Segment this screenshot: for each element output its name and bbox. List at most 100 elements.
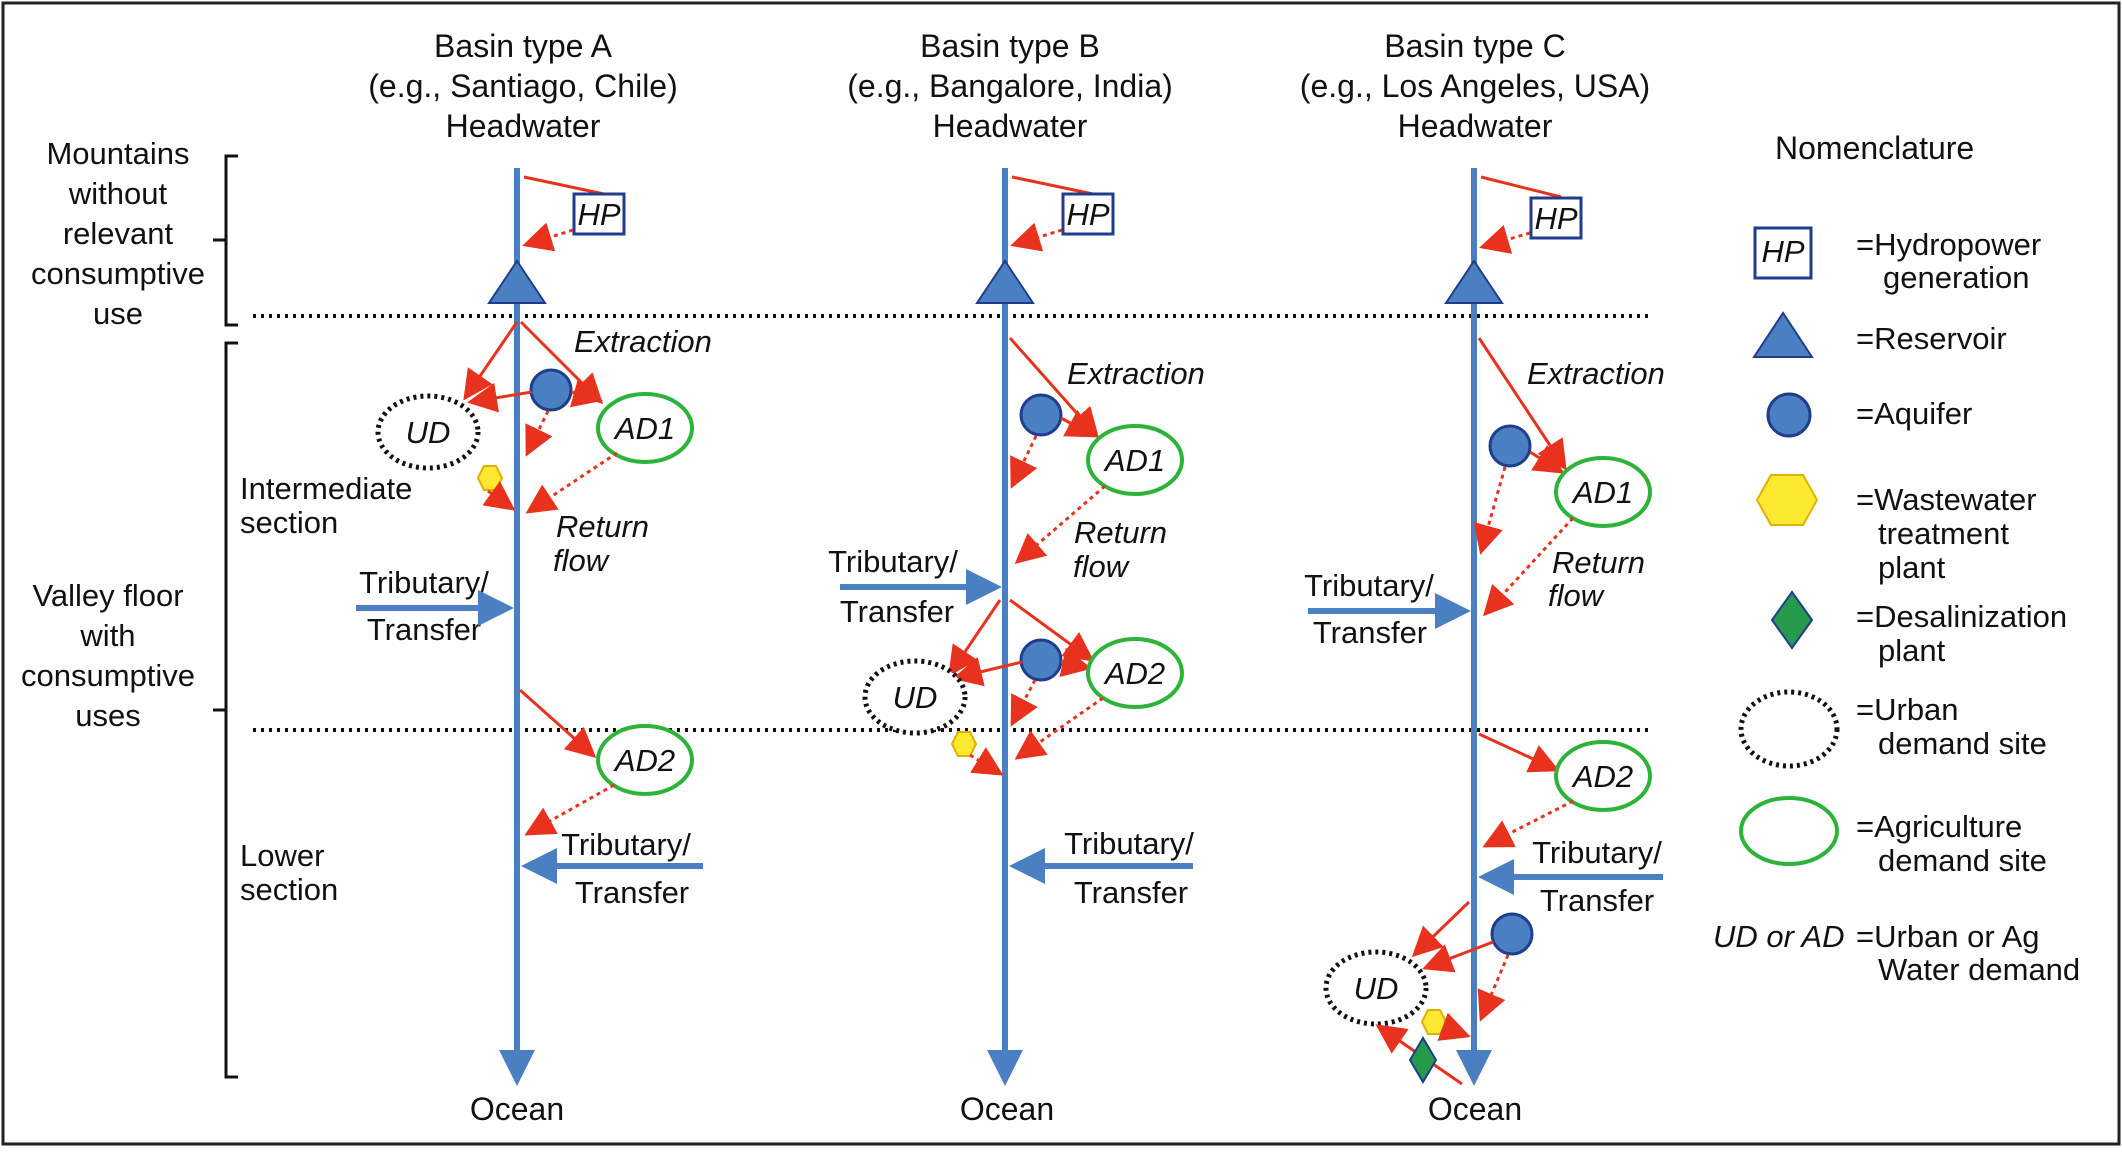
agriculture-demand-icon [1739,796,1839,866]
svg-text:demand site: demand site [1878,843,2047,878]
basin-a-aquifer-to-ad1 [569,378,603,408]
svg-text:Transfer: Transfer [840,594,954,629]
basin-c-aquifer2-icon [1490,912,1534,956]
basin-a-extraction-label: Extraction [574,324,712,359]
abbrev-key: UD or AD [1713,919,1844,954]
basin-c-extraction-ud [1411,900,1471,958]
svg-text:Tributary/: Tributary/ [828,544,958,579]
basin-b-extraction-ud [948,599,1002,677]
basin-b-aquifer2-icon [1019,638,1063,682]
basin-c-extraction-label: Extraction [1527,356,1665,391]
svg-text:=Urban: =Urban [1856,692,1959,727]
svg-text:Return: Return [556,509,649,544]
basin-c-ud-return [1437,1012,1471,1041]
svg-text:Transfer: Transfer [575,875,689,910]
basin-b-ad1-return [1014,484,1106,564]
wastewater-plant-icon [1755,474,1819,526]
brace-valley [213,341,238,1079]
basin-b-aquifer2-to-ad2 [1059,647,1092,678]
zone-lower-label: Lower section [240,838,338,907]
basin-b-wastewater-plant-icon [950,731,978,757]
svg-text:flow: flow [1548,578,1606,613]
basin-b-aquifer2-return [1010,679,1038,727]
basin-c-ad1-return [1482,516,1575,617]
svg-text:relevant: relevant [63,216,174,251]
basin-c: Basin type C (e.g., Los Angeles, USA) He… [1300,28,1665,1127]
nomenclature-legend: Nomenclature HP =Hydropower generation =… [1713,130,2080,987]
basin-b-aquifer-icon [1019,393,1063,437]
svg-text:without: without [68,176,168,211]
basin-b-urban-demand-icon [862,658,968,736]
basin-c-ad2-icon [1554,740,1652,812]
basin-c-aquifer-to-ad1 [1529,444,1565,474]
basin-a-title: Basin type A [434,28,613,64]
basin-b-aquifer2-to-ud [952,657,1023,687]
basin-b-example: (e.g., Bangalore, India) [847,68,1173,104]
basin-c-wastewater-plant-icon [1420,1009,1448,1035]
desalinization-plant-icon [1770,590,1814,650]
svg-text:AD1: AD1 [613,411,675,446]
basin-a: Basin type A (e.g., Santiago, Chile) Hea… [356,28,712,1127]
basin-a-example: (e.g., Santiago, Chile) [368,68,678,104]
svg-text:HP: HP [1761,234,1804,269]
brace-mountains [213,154,238,327]
reservoir-icon [1752,311,1814,358]
svg-text:HP: HP [1534,201,1577,236]
svg-text:Transfer: Transfer [367,612,481,647]
svg-text:=Wastewater: =Wastewater [1856,482,2037,517]
svg-text:=Hydropower: =Hydropower [1856,227,2041,262]
basin-c-ocean: Ocean [1428,1091,1522,1127]
svg-text:AD2: AD2 [613,743,675,778]
basin-a-ad2-icon [596,724,694,796]
basin-b-hp-return [1010,222,1063,252]
svg-text:treatment: treatment [1878,516,2009,551]
basin-c-hp-return [1479,225,1531,254]
svg-text:use: use [93,296,143,331]
aquifer-icon [1766,392,1812,438]
basin-c-aquifer-icon [1488,424,1532,468]
basin-b-hydropower-icon [1061,192,1115,236]
basin-c-extraction-ad2 [1478,732,1560,773]
basin-b-ad2-icon [1086,637,1184,709]
svg-text:consumptive: consumptive [21,658,195,693]
urban-demand-icon [1738,689,1840,769]
svg-text:plant: plant [1878,550,1946,585]
basin-a-hp-intake [523,175,605,196]
svg-text:Lower: Lower [240,838,324,873]
svg-text:UD: UD [893,680,938,715]
svg-text:Tributary/: Tributary/ [561,827,691,862]
svg-text:Tributary/: Tributary/ [1064,826,1194,861]
svg-text:UD: UD [406,415,451,450]
zone-intermediate-label: Intermediate section [240,471,412,540]
svg-text:UD: UD [1354,971,1399,1006]
svg-text:=Desalinization: =Desalinization [1856,599,2067,634]
basin-b-aquifer-return [1010,435,1038,489]
svg-text:Tributary/: Tributary/ [1304,568,1434,603]
basin-c-hp-intake [1480,175,1562,199]
basin-c-aquifer-return [1473,466,1507,555]
basin-b-ad1-icon [1086,424,1184,496]
basin-c-reservoir-icon [1444,259,1504,304]
basin-a-reservoir-icon [487,259,547,304]
svg-text:AD1: AD1 [1103,443,1165,478]
basin-a-headwater: Headwater [446,108,601,144]
basin-b-hp-intake [1011,175,1094,196]
svg-text:demand site: demand site [1878,726,2047,761]
svg-text:Transfer: Transfer [1540,883,1654,918]
basin-b-title: Basin type B [920,28,1100,64]
basin-a-wastewater-plant-icon [476,465,504,491]
svg-text:section: section [240,505,338,540]
basin-c-headwater: Headwater [1398,108,1553,144]
svg-text:Intermediate: Intermediate [240,471,412,506]
svg-text:flow: flow [1073,549,1131,584]
svg-text:=Agriculture: =Agriculture [1856,809,2022,844]
basin-b-reservoir-icon [975,259,1035,304]
svg-text:AD2: AD2 [1103,656,1165,691]
basin-a-ud-return [482,481,516,511]
svg-text:flow: flow [553,543,611,578]
svg-text:Transfer: Transfer [1313,615,1427,650]
svg-text:Tributary/: Tributary/ [1532,835,1662,870]
